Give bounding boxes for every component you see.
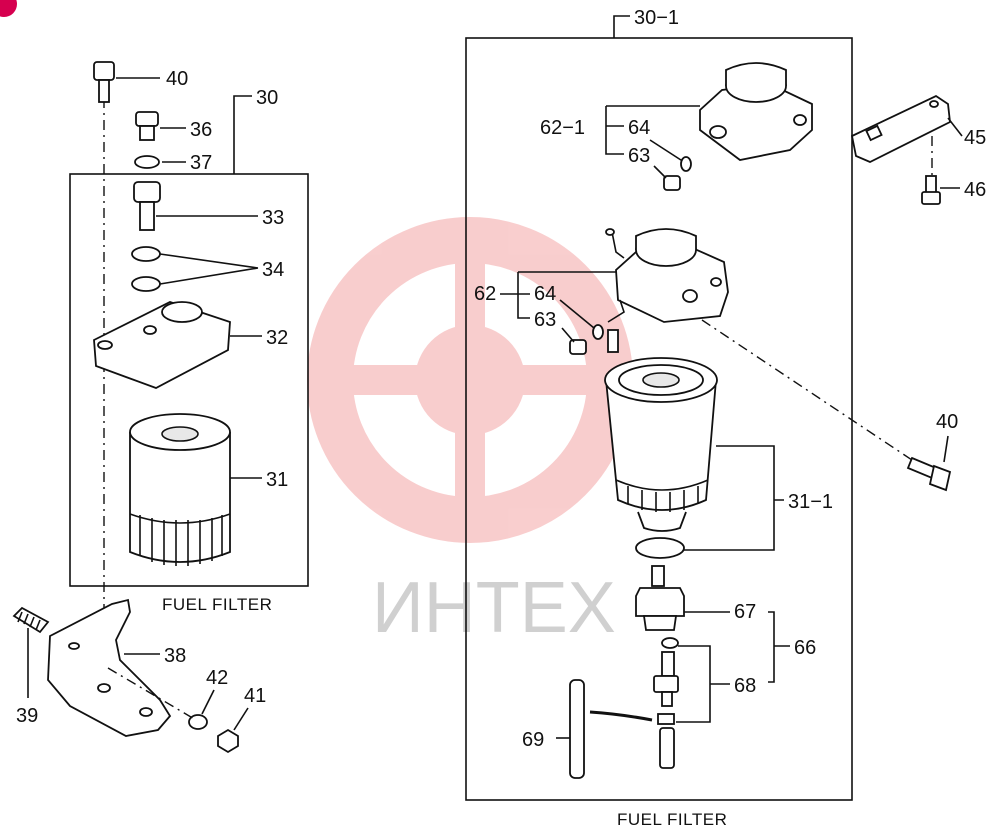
bolt-40-right [906, 456, 952, 492]
label-64-mid: 64 [534, 283, 556, 305]
drain-hose-69 [569, 679, 653, 779]
bolt-46 [921, 175, 941, 205]
left-group-label: 30 [256, 87, 278, 109]
filter-head-32 [93, 301, 231, 389]
label-67: 67 [734, 601, 756, 623]
label-31-1: 31−1 [788, 491, 833, 513]
filter-head-62 [605, 228, 729, 323]
label-39: 39 [16, 705, 38, 727]
filter-cartridge-31 [129, 413, 231, 566]
label-46: 46 [964, 179, 986, 201]
gasket-31-1 [635, 537, 685, 559]
bolt-40 [93, 61, 115, 103]
plug-63-mid [569, 339, 587, 355]
right-caption: FUEL FILTER [617, 810, 727, 829]
banjo-bolt-33 [133, 181, 161, 231]
right-panel-frame [465, 37, 853, 801]
label-32: 32 [266, 327, 288, 349]
label-68: 68 [734, 675, 756, 697]
washer-37 [134, 155, 160, 169]
label-64-top: 64 [628, 117, 650, 139]
label-40-right: 40 [936, 411, 958, 433]
label-62-1: 62−1 [540, 117, 585, 139]
fitting-62 [607, 329, 619, 353]
label-34: 34 [262, 259, 284, 281]
o-ring-64-top [680, 156, 692, 172]
corner-badge [0, 0, 17, 17]
drain-valve-68 [653, 651, 679, 769]
washer-68 [661, 637, 679, 649]
watermark-gear-logo [307, 217, 633, 543]
washer-42 [188, 714, 208, 730]
label-42: 42 [206, 667, 228, 689]
left-panel-frame [69, 173, 309, 587]
label-63-mid: 63 [534, 309, 556, 331]
label-38: 38 [164, 645, 186, 667]
washer-34-top [131, 246, 161, 262]
label-33: 33 [262, 207, 284, 229]
label-41: 41 [244, 685, 266, 707]
label-31: 31 [266, 469, 288, 491]
plug-36 [135, 111, 159, 141]
drain-plug-67 [635, 565, 685, 631]
label-37: 37 [190, 152, 212, 174]
label-36: 36 [190, 119, 212, 141]
washer-34-bottom [131, 276, 161, 292]
o-ring-64-mid [592, 324, 604, 340]
label-63-top: 63 [628, 145, 650, 167]
label-45: 45 [964, 127, 986, 149]
filter-head-62-1 [699, 62, 813, 161]
right-group-label: 30−1 [634, 7, 679, 29]
nut-41 [217, 728, 239, 754]
filter-cartridge-31-1 [604, 357, 718, 532]
plate-45 [850, 94, 951, 163]
label-62: 62 [474, 283, 496, 305]
label-69: 69 [522, 729, 544, 751]
label-66: 66 [794, 637, 816, 659]
stud-39 [12, 606, 50, 634]
label-40-left: 40 [166, 68, 188, 90]
left-caption: FUEL FILTER [162, 595, 272, 614]
plug-63-top [663, 175, 681, 191]
watermark-text: ИНТЕХ [372, 568, 616, 648]
